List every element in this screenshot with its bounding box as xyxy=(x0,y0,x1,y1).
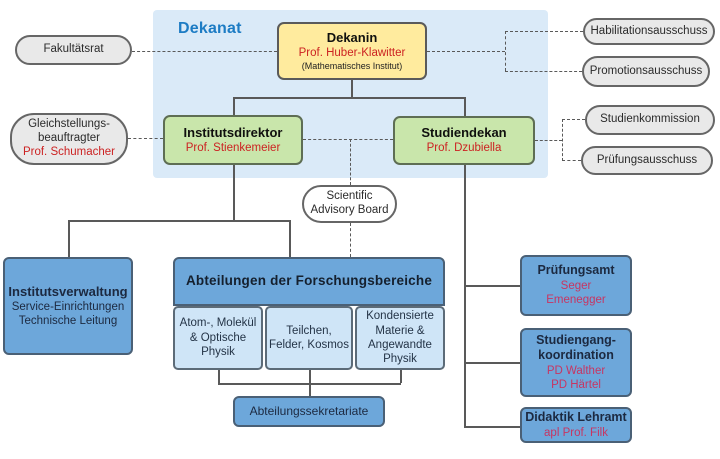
node-person: PD Härtel xyxy=(551,379,601,392)
node-person: Prof. Stienkemeier xyxy=(185,141,281,154)
dashed-connector-line xyxy=(505,71,582,72)
ellipse-promotionsausschuss: Promotionsausschuss xyxy=(582,56,710,87)
node-institutsdirektor: Institutsdirektor Prof. Stienkemeier xyxy=(163,115,303,165)
node-title: Dekanin xyxy=(326,30,378,46)
node-title: Institutsdirektor xyxy=(183,124,283,140)
dashed-connector-line xyxy=(427,51,505,52)
dashed-connector-line xyxy=(350,139,351,185)
connector-line xyxy=(233,97,464,99)
node-person: Seger xyxy=(560,279,592,292)
connector-line xyxy=(464,97,466,117)
dashed-connector-line xyxy=(562,119,585,120)
node-line: Materie & xyxy=(375,324,425,337)
node-dekanin: Dekanin Prof. Huber-Klawitter (Mathemati… xyxy=(277,22,427,80)
connector-line xyxy=(464,285,520,287)
ellipse-label-line1: Scientific xyxy=(326,190,373,203)
node-bereich-teilchen-felder-kosmos: Teilchen, Felder, Kosmos xyxy=(265,306,353,370)
node-line: Atom-, Molekül xyxy=(179,317,257,330)
node-studiendekan: Studiendekan Prof. Dzubiella xyxy=(393,116,535,165)
node-line: & Optische xyxy=(189,331,247,344)
node-pruefungsamt: Prüfungsamt Seger Emenegger xyxy=(520,255,632,316)
node-note: (Mathematisches Institut) xyxy=(301,60,403,71)
connector-line xyxy=(233,165,235,221)
dashed-connector-line xyxy=(128,138,163,139)
ellipse-label-line2: Advisory Board xyxy=(310,204,389,216)
ellipse-label: Prüfungsausschuss xyxy=(596,153,698,166)
node-person: PD Walther xyxy=(546,364,606,377)
node-person: Emenegger xyxy=(546,294,606,307)
connector-line xyxy=(464,165,466,428)
dashed-connector-line xyxy=(303,139,393,140)
connector-line xyxy=(464,362,520,364)
node-line: Service-Einrichtungen xyxy=(11,300,125,313)
ellipse-person: Prof. Schumacher xyxy=(22,145,116,158)
dashed-connector-line xyxy=(562,119,563,161)
ellipse-gleichstellungsbeauftragter: Gleichstellungs- beauftragter Prof. Schu… xyxy=(10,113,128,165)
ellipse-label: Studienkommission xyxy=(600,113,700,126)
ellipse-label-line2: beauftragter xyxy=(37,132,100,145)
node-title-line2: koordination xyxy=(538,348,614,363)
connector-line xyxy=(400,370,402,383)
connector-line xyxy=(68,220,290,222)
node-title: Prüfungsamt xyxy=(537,263,615,278)
dashed-connector-line xyxy=(505,31,583,32)
node-title: Institutsverwaltung xyxy=(8,283,128,299)
ellipse-label-line1: Gleichstellungs- xyxy=(28,118,110,131)
ellipse-label: Fakultätsrat xyxy=(43,43,104,56)
dashed-connector-line xyxy=(535,140,562,141)
ellipse-pruefungsausschuss: Prüfungsausschuss xyxy=(581,146,713,175)
node-line: Felder, Kosmos xyxy=(269,339,349,351)
node-line: Physik xyxy=(383,353,417,366)
node-didaktik-lehramt: Didaktik Lehramt apl Prof. Filk xyxy=(520,407,632,443)
node-person: apl Prof. Filk xyxy=(544,426,608,439)
node-abteilungen-header: Abteilungen der Forschungsbereiche xyxy=(173,257,445,306)
connector-line xyxy=(218,370,220,383)
ellipse-fakultaetsrat: Fakultätsrat xyxy=(15,35,132,65)
ellipse-label: Promotionsausschuss xyxy=(589,64,703,77)
node-bereich-kondensierte-materie: Kondensierte Materie & Angewandte Physik xyxy=(355,306,445,370)
node-line: Physik xyxy=(201,346,235,359)
ellipse-label: Habilitationsausschuss xyxy=(590,24,708,37)
node-title: Abteilungen der Forschungsbereiche xyxy=(185,273,433,289)
node-title: Studiendekan xyxy=(421,125,507,141)
node-title: Didaktik Lehramt xyxy=(525,410,627,424)
node-title: Abteilungssekretariate xyxy=(249,404,369,418)
ellipse-habilitationsausschuss: Habilitationsausschuss xyxy=(583,18,715,45)
connector-line xyxy=(233,97,235,116)
connector-line xyxy=(309,370,311,383)
node-studiengangkoordination: Studiengang- koordination PD Walther PD … xyxy=(520,328,632,397)
ellipse-scientific-advisory-board: Scientific Advisory Board xyxy=(302,185,397,223)
dashed-connector-line xyxy=(505,31,506,71)
node-person: Prof. Dzubiella xyxy=(426,142,502,155)
connector-line xyxy=(309,383,311,396)
node-line: Teilchen, xyxy=(286,324,332,337)
node-abteilungssekretariate: Abteilungssekretariate xyxy=(233,396,385,427)
node-line: Kondensierte xyxy=(366,310,434,323)
node-person: Prof. Huber-Klawitter xyxy=(298,47,406,60)
connector-line xyxy=(464,426,520,428)
node-title-line1: Studiengang- xyxy=(536,332,616,347)
dashed-connector-line xyxy=(350,223,351,257)
node-institutsverwaltung: Institutsverwaltung Service-Einrichtunge… xyxy=(3,257,133,355)
node-line: Angewandte xyxy=(368,339,432,351)
dekanat-panel-title: Dekanat xyxy=(178,20,242,37)
dashed-connector-line xyxy=(132,51,277,52)
ellipse-studienkommission: Studienkommission xyxy=(585,105,715,135)
connector-line xyxy=(289,220,291,257)
dashed-connector-line xyxy=(562,160,581,161)
connector-line xyxy=(351,80,353,98)
node-bereich-atom-molekuel-optische-physik: Atom-, Molekül & Optische Physik xyxy=(173,306,263,370)
node-line: Technische Leitung xyxy=(18,315,118,328)
connector-line xyxy=(68,220,70,257)
